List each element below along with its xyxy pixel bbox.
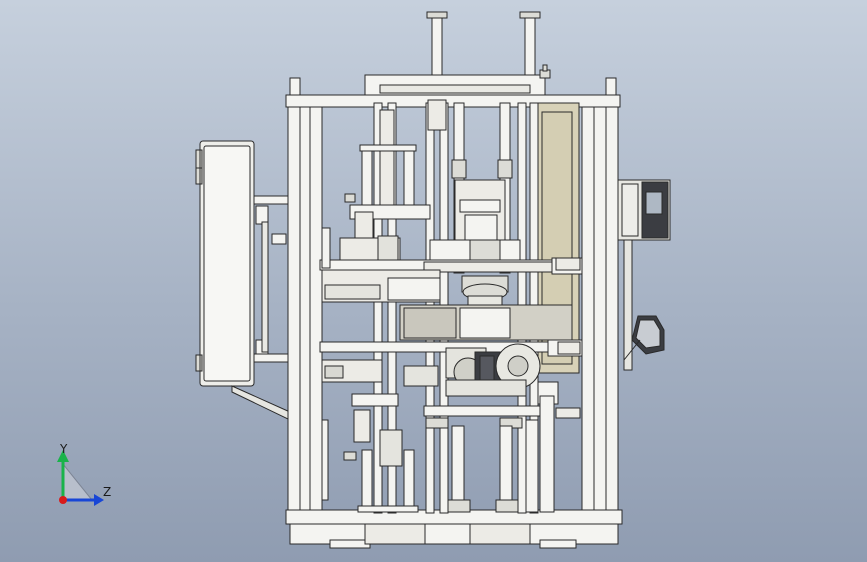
electrical-cabinet bbox=[195, 140, 255, 387]
upper-carriage bbox=[339, 179, 521, 265]
control-panel-box bbox=[617, 179, 671, 371]
coordinate-triad bbox=[57, 450, 104, 506]
frame-left-column bbox=[287, 106, 323, 518]
frame-base bbox=[285, 509, 623, 549]
middle-gearbox bbox=[321, 269, 573, 341]
frame-top-rail bbox=[285, 74, 621, 108]
y-axis-label: Y bbox=[60, 442, 68, 456]
z-axis-label: Z bbox=[103, 485, 112, 499]
lower-cylinders bbox=[321, 393, 555, 513]
origin-icon bbox=[59, 496, 67, 504]
top-guide-rods bbox=[426, 11, 541, 76]
triad-plane-icon bbox=[62, 462, 94, 501]
fittings bbox=[343, 64, 581, 461]
frame-right-column bbox=[581, 106, 619, 518]
lower-drive bbox=[321, 343, 559, 405]
